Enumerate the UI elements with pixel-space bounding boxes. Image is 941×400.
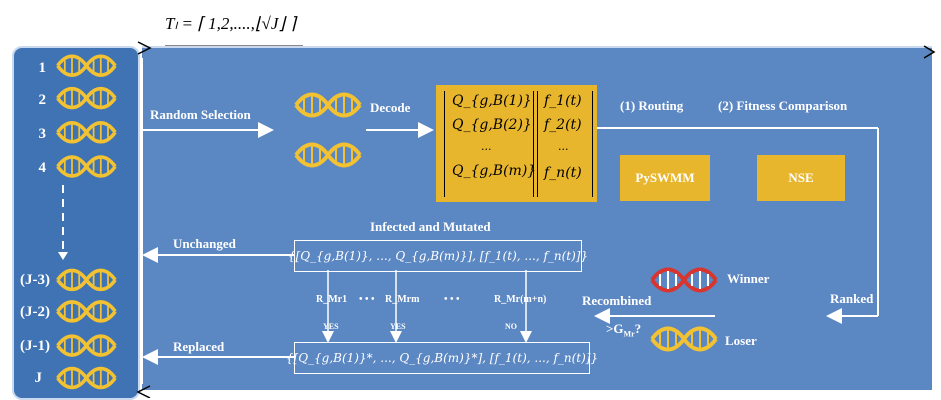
population-index: 4 (38, 160, 47, 176)
replaced-set-box: {[Q_{g,B(1)}*, ..., Q_{g,B(m)}*], [f_1(t… (286, 342, 598, 374)
population-index: (J-3) (20, 272, 50, 288)
mutation-dots: • • • (444, 294, 460, 305)
dna-icon (55, 334, 118, 357)
unchanged-set-box: {[Q_{g,B(1)}, ..., Q_{g,B(m)}], [f_1(t),… (288, 240, 588, 272)
loser-label: Loser (725, 333, 757, 348)
formula-underline (165, 45, 303, 46)
mutation-rate: R_Mr(m+n) (494, 294, 547, 305)
dna-icon (55, 268, 118, 292)
dna-icon (55, 300, 118, 323)
mutation-decision: NO (505, 322, 517, 331)
f-bracket (537, 91, 593, 197)
fitness-comparison-label: (2) Fitness Comparison (718, 98, 848, 113)
dna-icon (55, 366, 118, 390)
mutation-rate: R_Mr1 (316, 294, 348, 305)
q-bracket (444, 91, 534, 197)
matrix-q-row: Q_{g,B(1)} (452, 93, 532, 109)
recombined-label: Recombined (582, 293, 652, 308)
dna-icon (650, 326, 718, 352)
matrix-q-row: Q_{g,B(m)} (452, 163, 537, 179)
dna-icon (55, 86, 118, 110)
population-index: 2 (38, 92, 47, 108)
threshold-label: >GMr? (606, 321, 642, 339)
population-index: (J-1) (20, 338, 50, 354)
dna-icon (294, 92, 362, 118)
population-index: J (34, 370, 43, 386)
population-index: 1 (38, 60, 47, 76)
random-selection-label: Random Selection (150, 107, 251, 122)
matrix-q-row: ... (481, 140, 492, 153)
dna-icon (55, 155, 118, 178)
dna-icon (650, 267, 718, 293)
nse-box: NSE (757, 155, 845, 201)
mutation-dots: • • • (359, 294, 375, 305)
matrix-q-row: Q_{g,B(2)} (452, 117, 532, 133)
population-index: (J-2) (20, 304, 50, 320)
infected-mutated-label: Infected and Mutated (370, 219, 491, 234)
routing-label: (1) Routing (620, 98, 684, 113)
dna-icon (55, 121, 118, 144)
dna-icon (294, 142, 362, 168)
replaced-label: Replaced (173, 339, 225, 354)
dna-icon (55, 54, 118, 77)
matrix-f-row: f_1(t) (544, 93, 582, 109)
winner-label: Winner (727, 271, 770, 286)
unchanged-label: Unchanged (173, 236, 236, 251)
decoded-matrix-box: Q_{g,B(1)} Q_{g,B(2)} ... Q_{g,B(m)} f_1… (436, 85, 597, 202)
mutation-rate: R_Mrm (385, 294, 420, 305)
pyswmm-box: PySWMM (620, 155, 710, 201)
mutation-decision: YES (390, 322, 406, 331)
matrix-f-row: f_2(t) (544, 117, 582, 133)
population-size-formula: Tₗ = ⌈ 1,2,....,⌊√J⌋ ⌉ (165, 14, 296, 33)
mutation-decision: YES (323, 322, 339, 331)
population-index: 3 (38, 126, 47, 142)
matrix-f-row: ... (558, 140, 569, 153)
ranked-label: Ranked (830, 291, 874, 306)
matrix-f-row: f_n(t) (544, 165, 582, 181)
decode-label: Decode (370, 100, 411, 115)
